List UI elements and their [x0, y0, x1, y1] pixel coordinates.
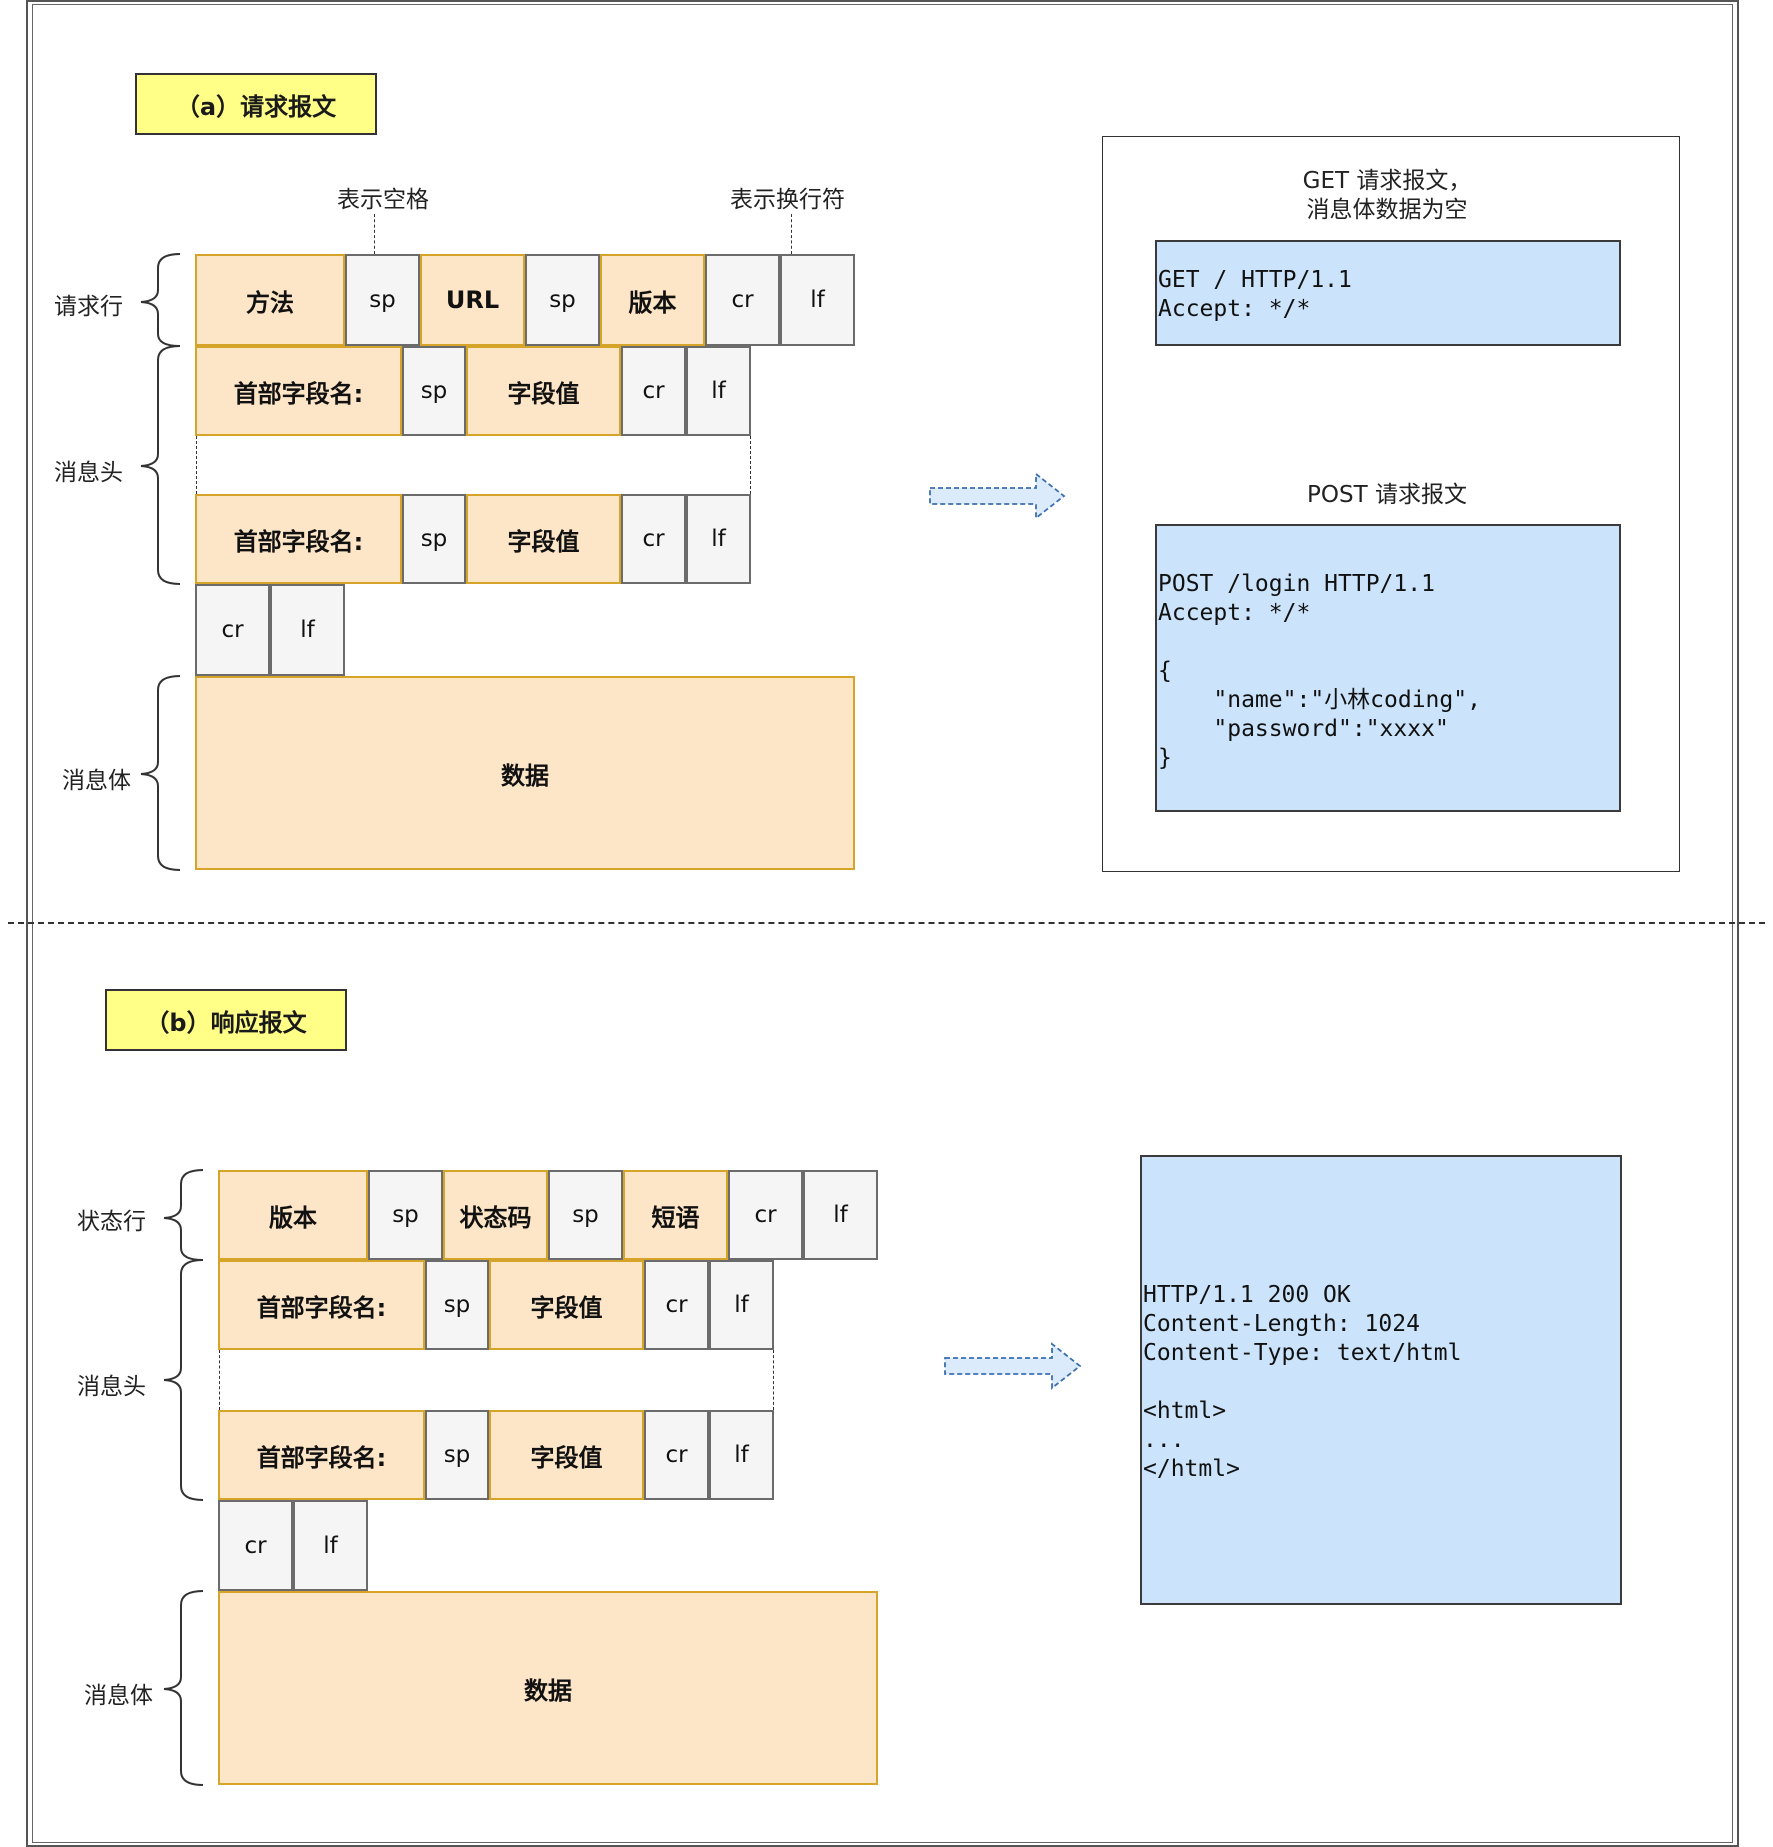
- code-line: "password":"xxxx": [1158, 716, 1449, 742]
- label-body-a: 消息体: [62, 768, 131, 794]
- brace-headers-a: [140, 345, 181, 585]
- code-line: }: [1158, 745, 1172, 771]
- cell-body-data: 数据: [195, 676, 855, 870]
- cell-lf: lf: [803, 1170, 878, 1260]
- note-space: 表示空格: [337, 187, 429, 213]
- cell-cr: cr: [644, 1260, 709, 1350]
- code-line: Content-Length: 1024: [1143, 1311, 1420, 1337]
- code-line: GET / HTTP/1.1: [1158, 267, 1352, 293]
- cell-cr: cr: [621, 494, 686, 584]
- cell-method: 方法: [195, 254, 345, 346]
- code-line: [1143, 1368, 1620, 1397]
- post-caption: POST 请求报文: [1307, 482, 1467, 508]
- label-headers-b: 消息头: [77, 1374, 146, 1400]
- note-space-pointer: [374, 214, 375, 254]
- code-line: POST /login HTTP/1.1: [1158, 571, 1435, 597]
- cell-header-value: 字段值: [466, 494, 621, 584]
- cell-lf: lf: [709, 1260, 774, 1350]
- cell-sp: sp: [402, 346, 466, 436]
- response-title: （b）响应报文: [105, 989, 347, 1051]
- cell-lf: lf: [780, 254, 855, 346]
- code-line: <html>: [1143, 1398, 1227, 1424]
- cell-cr: cr: [644, 1410, 709, 1500]
- cell-sp: sp: [425, 1260, 489, 1350]
- code-line: "name":"小林coding",: [1158, 687, 1481, 713]
- cell-sp: sp: [402, 494, 466, 584]
- brace-request-line: [140, 253, 181, 347]
- header-ellipsis-right: [773, 1350, 774, 1410]
- cell-url: URL: [420, 254, 525, 346]
- cell-cr: cr: [705, 254, 780, 346]
- cell-lf: lf: [293, 1500, 368, 1591]
- cell-reason-phrase: 短语: [623, 1170, 728, 1260]
- cell-lf: lf: [270, 584, 345, 676]
- code-line: Content-Type: text/html: [1143, 1340, 1462, 1366]
- cell-lf: lf: [686, 494, 751, 584]
- cell-header-name: 首部字段名:: [195, 346, 402, 436]
- cell-header-value: 字段值: [466, 346, 621, 436]
- label-status-line: 状态行: [77, 1209, 146, 1235]
- code-line: Accept: */*: [1158, 296, 1311, 322]
- cell-header-value: 字段值: [489, 1260, 644, 1350]
- label-body-b: 消息体: [84, 1683, 153, 1709]
- cell-cr: cr: [218, 1500, 293, 1591]
- cell-cr: cr: [195, 584, 270, 676]
- cell-lf: lf: [686, 346, 751, 436]
- cell-header-name: 首部字段名:: [195, 494, 402, 584]
- cell-sp: sp: [345, 254, 420, 346]
- cell-cr: cr: [728, 1170, 803, 1260]
- get-caption-line: 消息体数据为空: [1306, 197, 1468, 223]
- code-line: ...: [1143, 1427, 1185, 1453]
- note-newline: 表示换行符: [730, 187, 845, 213]
- request-title: （a）请求报文: [135, 73, 377, 135]
- header-ellipsis-right: [750, 436, 751, 494]
- brace-status-line: [163, 1169, 204, 1261]
- cell-lf: lf: [709, 1410, 774, 1500]
- cell-header-name: 首部字段名:: [218, 1410, 425, 1500]
- code-line: {: [1158, 658, 1172, 684]
- label-headers-a: 消息头: [54, 460, 123, 486]
- brace-body-b: [163, 1590, 204, 1786]
- cell-version: 版本: [218, 1170, 368, 1260]
- braces-b: [163, 1169, 204, 1786]
- cell-sp: sp: [548, 1170, 623, 1260]
- cell-version: 版本: [600, 254, 705, 346]
- code-line: Accept: */*: [1158, 600, 1311, 626]
- cell-status-code: 状态码: [443, 1170, 548, 1260]
- code-line: [1158, 628, 1619, 657]
- brace-body-a: [140, 675, 181, 871]
- section-divider: [8, 922, 1765, 924]
- code-line: </html>: [1143, 1456, 1240, 1482]
- cell-sp: sp: [425, 1410, 489, 1500]
- cell-sp: sp: [368, 1170, 443, 1260]
- cell-header-value: 字段值: [489, 1410, 644, 1500]
- cell-cr: cr: [621, 346, 686, 436]
- cell-header-name: 首部字段名:: [218, 1260, 425, 1350]
- label-request-line: 请求行: [54, 294, 123, 320]
- header-ellipsis-left: [196, 436, 197, 494]
- get-caption-line: GET 请求报文，: [1302, 168, 1472, 194]
- cell-body-data: 数据: [218, 1591, 878, 1785]
- code-line: HTTP/1.1 200 OK: [1143, 1282, 1351, 1308]
- note-newline-pointer: [791, 214, 792, 254]
- arrow-b: [944, 1342, 1082, 1390]
- header-ellipsis-left: [219, 1350, 220, 1410]
- get-caption: GET 请求报文， 消息体数据为空: [1152, 167, 1622, 225]
- brace-headers-b: [163, 1259, 204, 1501]
- arrow-a: [929, 472, 1066, 520]
- cell-sp: sp: [525, 254, 600, 346]
- braces-a: [140, 253, 181, 871]
